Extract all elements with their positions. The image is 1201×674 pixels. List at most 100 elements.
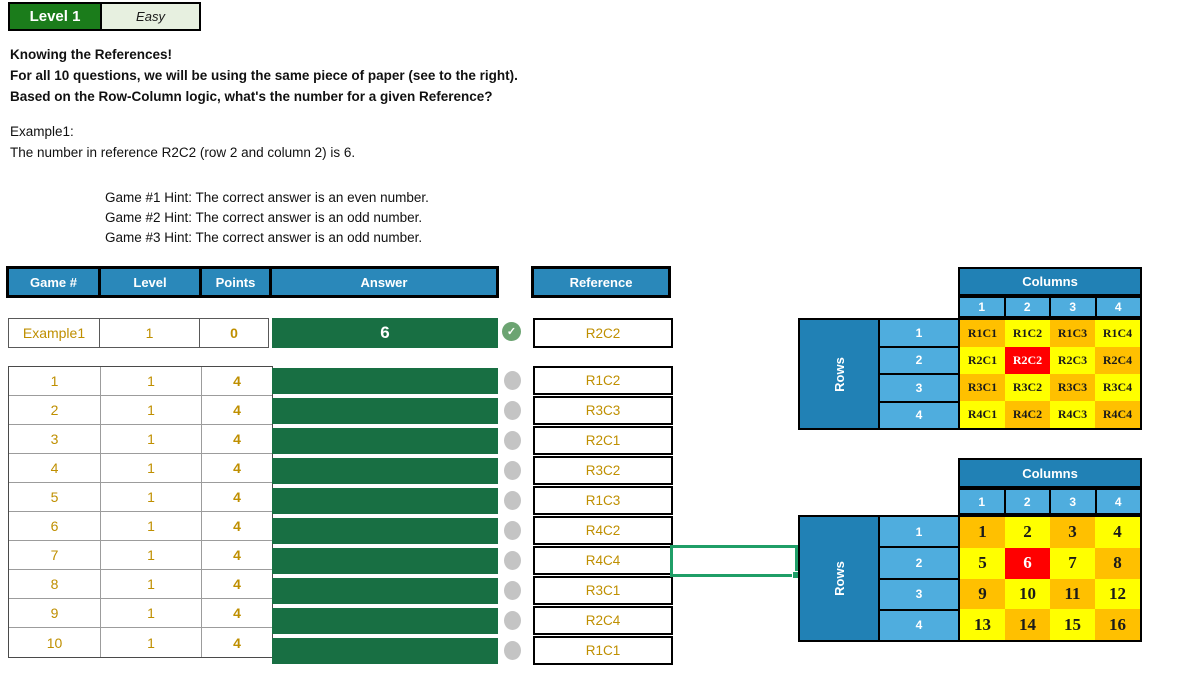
- row-number-cell: 4: [880, 402, 958, 428]
- game-number-cell: 2: [9, 396, 101, 425]
- example-text: The number in reference R2C2 (row 2 and …: [10, 145, 356, 160]
- grid-cell: R3C4: [1095, 374, 1140, 401]
- reference-cell: R2C1: [533, 426, 673, 455]
- hint-game-3: Game #3 Hint: The correct answer is an o…: [105, 230, 423, 245]
- game-number-cell: 7: [9, 541, 101, 570]
- pending-dot-icon: [504, 491, 521, 510]
- header-reference: Reference: [534, 269, 668, 295]
- grid-cell: 4: [1095, 517, 1140, 548]
- grid-cell: R4C3: [1050, 401, 1095, 428]
- row-number-cell: 4: [880, 610, 958, 640]
- grid-cell: 5: [960, 547, 1005, 579]
- reference-grid-rows-header: Rows: [798, 318, 880, 430]
- selected-cell[interactable]: [670, 545, 800, 579]
- reference-cell: R1C2: [533, 366, 673, 395]
- grid-cell: 16: [1095, 609, 1140, 640]
- answer-cell[interactable]: [272, 608, 498, 634]
- game-number-cell: 8: [9, 570, 101, 599]
- pending-dot-icon: [504, 611, 521, 630]
- col-number-cell: 4: [1096, 490, 1140, 513]
- answer-cell[interactable]: [272, 578, 498, 604]
- reference-cell: R4C2: [533, 516, 673, 545]
- grid-cell: R2C4: [1095, 347, 1140, 374]
- answer-cell[interactable]: [272, 518, 498, 544]
- col-number-cell: 2: [1005, 490, 1049, 513]
- reference-header-bar: Reference: [531, 266, 671, 298]
- grid-cell: 11: [1050, 578, 1095, 610]
- row-number-cell: 3: [880, 375, 958, 401]
- reference-cell: R3C1: [533, 576, 673, 605]
- example-answer-cell[interactable]: 6: [272, 318, 498, 348]
- level-cell: 1: [101, 512, 202, 541]
- grid-cell: R2C3: [1050, 347, 1095, 374]
- points-cell: 4: [202, 512, 272, 541]
- pending-dot-icon: [504, 551, 521, 570]
- answer-cell[interactable]: [272, 428, 498, 454]
- game-number-cell: 10: [9, 628, 101, 657]
- difficulty-label: Easy: [102, 4, 199, 29]
- reference-cell: R1C1: [533, 636, 673, 665]
- answer-cell[interactable]: [272, 398, 498, 424]
- row-number-cell: 1: [880, 320, 958, 346]
- rows-label: Rows: [831, 356, 847, 392]
- answer-cell[interactable]: [272, 368, 498, 394]
- example-points-cell: 0: [199, 318, 269, 348]
- grid-cell: R3C3: [1050, 374, 1095, 401]
- points-cell: 4: [233, 634, 241, 651]
- grid-cell: 3: [1050, 517, 1095, 548]
- pending-dot-icon: [504, 581, 521, 600]
- level-cell: 1: [101, 454, 202, 483]
- reference-cell: R2C4: [533, 606, 673, 635]
- reference-cell: R3C2: [533, 456, 673, 485]
- row-number-cell: 1: [880, 517, 958, 547]
- grid-cell: 8: [1095, 547, 1140, 579]
- points-cell: 4: [202, 367, 272, 396]
- game-number-cell: 1: [9, 367, 101, 396]
- grid-cell: 1: [960, 517, 1005, 548]
- example-game-cell: Example1: [8, 318, 100, 348]
- game-number-cell: 6: [9, 512, 101, 541]
- level-cell: 1: [101, 483, 202, 512]
- answer-cell[interactable]: [272, 638, 498, 664]
- level-cell: 1: [101, 628, 202, 657]
- reference-cell: R3C3: [533, 396, 673, 425]
- grid-cell: R1C1: [960, 320, 1005, 347]
- grid-cell: 12: [1095, 578, 1140, 610]
- game-number-cell: 5: [9, 483, 101, 512]
- level-label: Level 1: [10, 4, 102, 29]
- col-number-cell: 3: [1051, 490, 1095, 513]
- grid-cell: R3C2: [1005, 374, 1050, 401]
- pending-dot-icon: [504, 371, 521, 390]
- header-game: Game #: [9, 269, 98, 295]
- grid-cell: R2C2: [1005, 347, 1050, 374]
- col-number-cell: 1: [960, 298, 1004, 316]
- grid-cell: 7: [1050, 547, 1095, 579]
- game-number-cell: 3: [9, 425, 101, 454]
- answer-cell[interactable]: [272, 548, 498, 574]
- table-header: Game # Level Points Answer: [6, 266, 499, 298]
- check-icon: ✓: [502, 322, 521, 341]
- grid-cell: R4C1: [960, 401, 1005, 428]
- game-number-cell: 9: [9, 599, 101, 628]
- example-reference-cell: R2C2: [533, 318, 673, 348]
- grid-cell: 6: [1005, 547, 1050, 579]
- grid-cell: R2C1: [960, 347, 1005, 374]
- row-number-cell: 2: [880, 548, 958, 578]
- row-number-cell: 3: [880, 579, 958, 609]
- grid-cell: R3C1: [960, 374, 1005, 401]
- pending-dot-icon: [504, 641, 521, 660]
- reference-cell: R4C4: [533, 546, 673, 575]
- level-cell: 1: [101, 541, 202, 570]
- answer-cell[interactable]: [272, 458, 498, 484]
- grid-cell: 10: [1005, 578, 1050, 610]
- reference-cell: R1C3: [533, 486, 673, 515]
- answer-cell[interactable]: [272, 488, 498, 514]
